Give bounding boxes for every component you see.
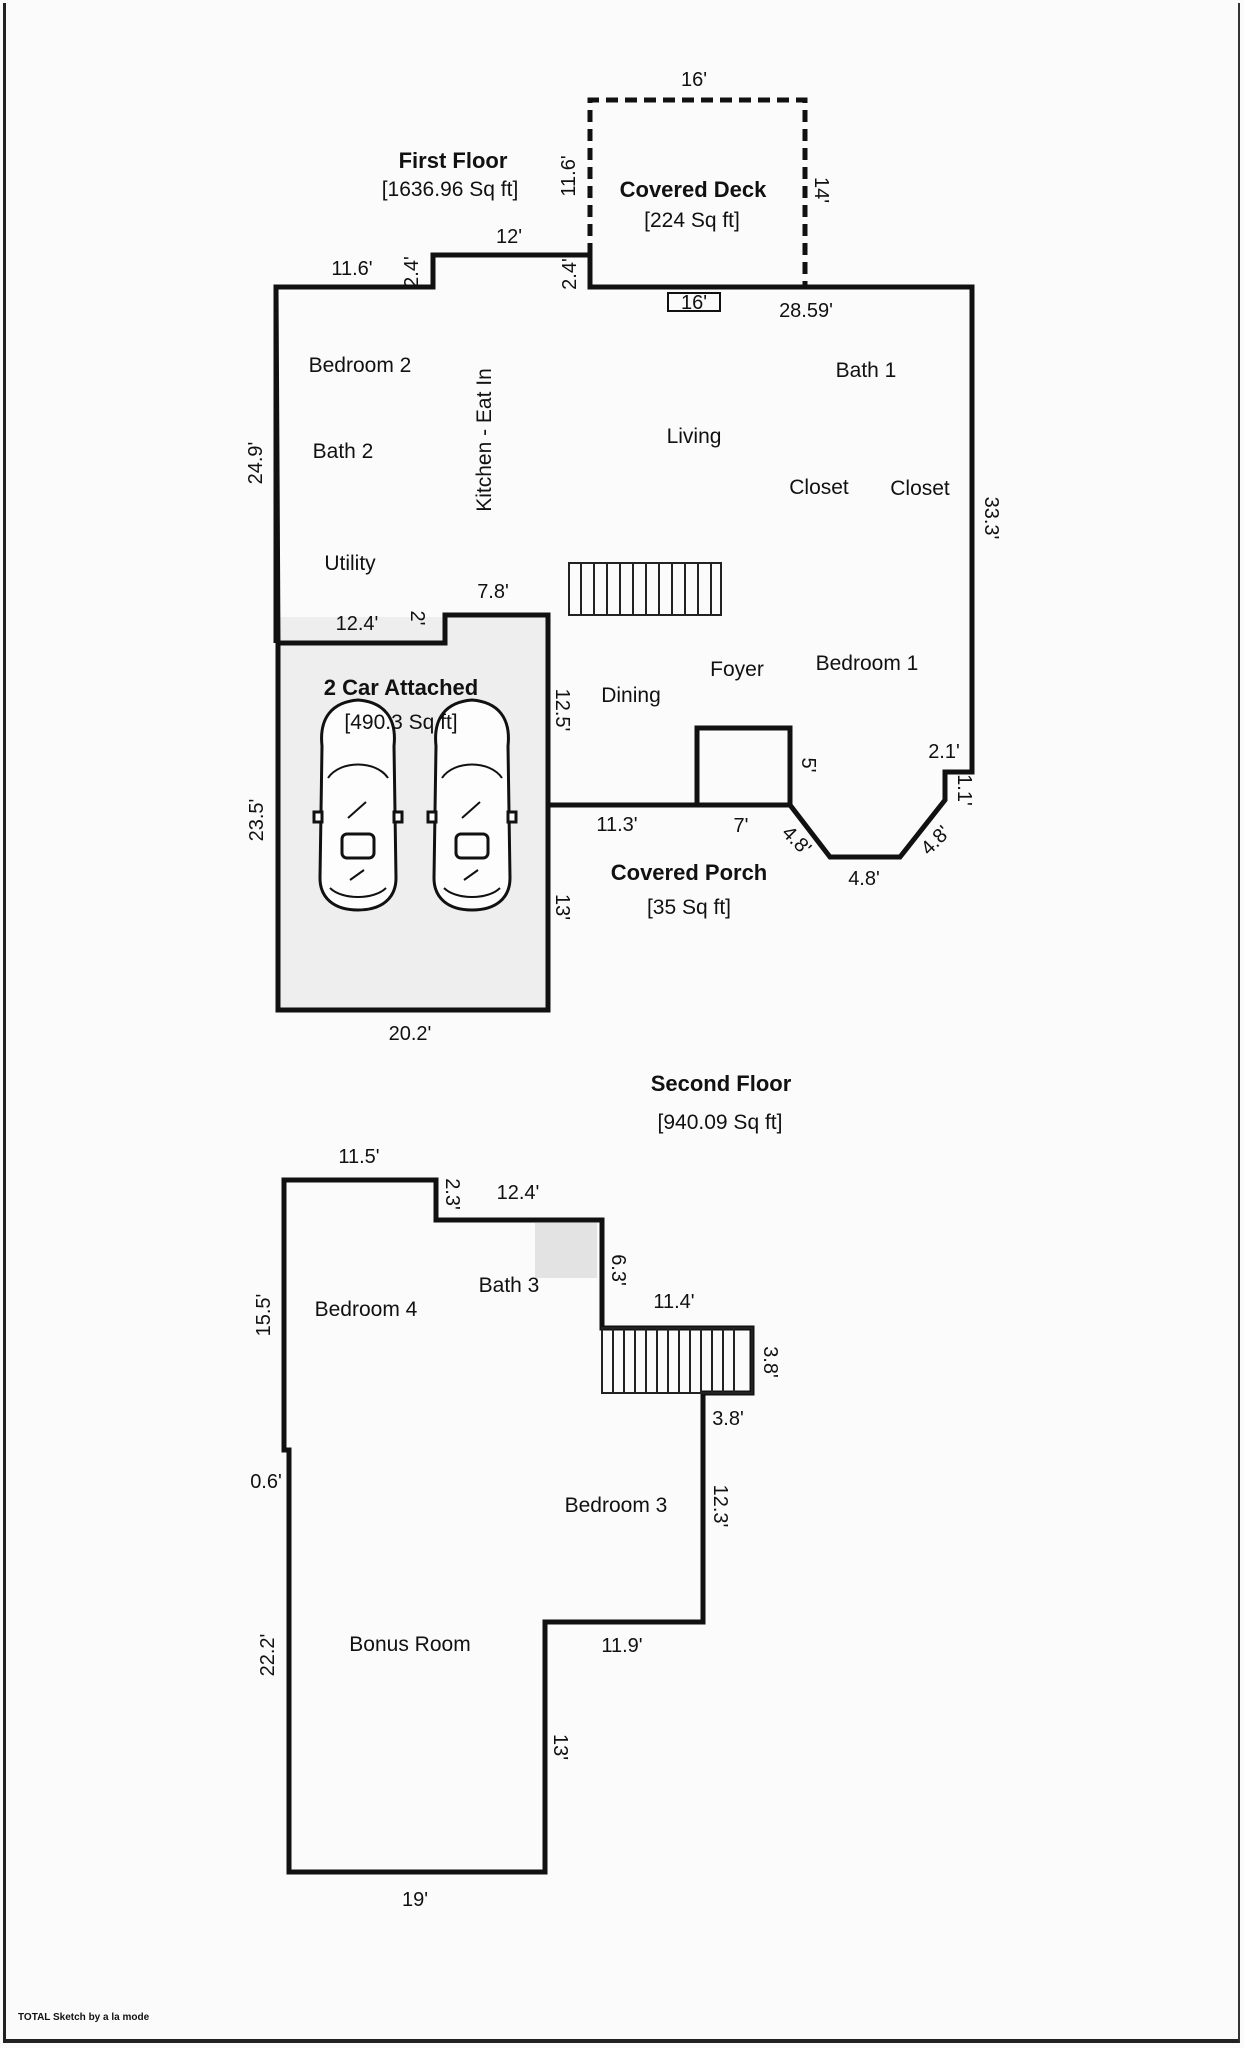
page-border xyxy=(3,3,1240,2043)
garage-right-dim: 13' xyxy=(551,894,573,920)
garage-area: [490.3 Sq ft] xyxy=(344,711,457,734)
dim-porch-side: 5' xyxy=(797,758,819,773)
dim-left: 24.9' xyxy=(245,442,267,485)
dim-utility-bottom: 12.4' xyxy=(336,613,379,635)
dim-right: 33.3' xyxy=(980,497,1002,540)
dim-bay-bottom: 4.8' xyxy=(848,868,880,890)
dim-garage-step: 2' xyxy=(406,611,428,626)
dim-bay-top: 2.1' xyxy=(928,741,960,763)
deck-door-dim: 16' xyxy=(681,292,707,314)
room-utility: Utility xyxy=(324,552,376,575)
deck-width-dim: 16' xyxy=(681,69,707,91)
dim-porch-notch: 7' xyxy=(734,815,749,837)
dim-step-left: 2.4' xyxy=(401,256,423,288)
sf-dim-stair-bottom: 3.8' xyxy=(712,1408,744,1430)
porch-notch xyxy=(694,725,793,805)
second-floor-stairs xyxy=(601,1327,753,1394)
room-dining: Dining xyxy=(601,684,661,707)
car-right-icon xyxy=(426,698,518,912)
dim-porch-left: 11.3' xyxy=(596,814,637,836)
garage-outline xyxy=(275,643,551,1013)
room-bedroom-1: Bedroom 1 xyxy=(816,652,919,675)
sf-dim-step2: 6.3' xyxy=(607,1254,629,1286)
deck-left-dim: 11.6' xyxy=(558,155,580,196)
garage-bottom-dim: 20.2' xyxy=(389,1023,432,1045)
sf-dim-left-jog: 0.6' xyxy=(250,1471,282,1493)
dim-garage-top: 7.8' xyxy=(477,581,509,603)
dim-step-deck: 2.4' xyxy=(559,258,581,290)
bath-3-fill xyxy=(535,1223,597,1278)
room-bath-3: Bath 3 xyxy=(479,1274,540,1297)
room-kitchen: Kitchen - Eat In xyxy=(473,368,496,512)
software-credit: TOTAL Sketch by a la mode xyxy=(18,2012,150,2023)
covered-deck-area: [224 Sq ft] xyxy=(644,209,740,232)
room-bath-2: Bath 2 xyxy=(313,440,374,463)
room-bedroom-2: Bedroom 2 xyxy=(309,354,412,377)
room-bedroom-3: Bedroom 3 xyxy=(565,1494,668,1517)
sf-dim-stair-top: 11.4' xyxy=(653,1291,694,1313)
sf-dim-top-left: 11.5' xyxy=(338,1146,379,1168)
covered-porch-area: [35 Sq ft] xyxy=(647,896,731,919)
room-bedroom-4: Bedroom 4 xyxy=(315,1298,418,1321)
dim-top-left: 11.6' xyxy=(331,258,372,280)
covered-porch-title: Covered Porch xyxy=(611,860,768,885)
deck-right-dim: 14' xyxy=(810,177,832,203)
second-floor-title: Second Floor xyxy=(651,1071,792,1096)
room-closet-b: Closet xyxy=(890,477,950,500)
first-floor-area: [1636.96 Sq ft] xyxy=(382,178,519,201)
dim-top-mid: 12' xyxy=(496,226,522,248)
dim-bay-step: 1.1' xyxy=(953,774,975,806)
first-floor-stairs xyxy=(568,562,722,616)
sf-dim-bottom: 19' xyxy=(402,1889,428,1911)
car-left-icon xyxy=(312,698,404,912)
garage-title: 2 Car Attached xyxy=(324,675,478,700)
room-closet-a: Closet xyxy=(789,476,849,499)
garage-left-dim: 23.5' xyxy=(246,799,268,842)
deck-door xyxy=(667,292,721,312)
sf-dim-stair-side: 3.8' xyxy=(759,1346,781,1378)
room-bonus: Bonus Room xyxy=(349,1633,470,1656)
sf-dim-step1: 2.3' xyxy=(441,1178,463,1210)
first-floor-title: First Floor xyxy=(399,148,508,173)
sf-dim-left-lower: 22.2' xyxy=(257,1634,279,1677)
covered-deck-title: Covered Deck xyxy=(620,177,768,202)
sf-dim-bed3-bottom: 11.9' xyxy=(601,1635,642,1657)
dim-garage-inner: 12.5' xyxy=(551,689,573,732)
dim-top-right: 28.59' xyxy=(779,300,833,322)
room-bath-1: Bath 1 xyxy=(836,359,897,382)
covered-deck-outline xyxy=(587,97,808,287)
room-foyer: Foyer xyxy=(710,658,764,681)
second-floor-area: [940.09 Sq ft] xyxy=(658,1111,783,1134)
sf-dim-bed3-right: 12.3' xyxy=(709,1485,731,1528)
sf-dim-top-mid: 12.4' xyxy=(497,1182,540,1204)
room-living: Living xyxy=(667,425,722,448)
sf-dim-left-upper: 15.5' xyxy=(253,1294,275,1337)
sf-dim-bonus-right: 13' xyxy=(549,1734,571,1760)
